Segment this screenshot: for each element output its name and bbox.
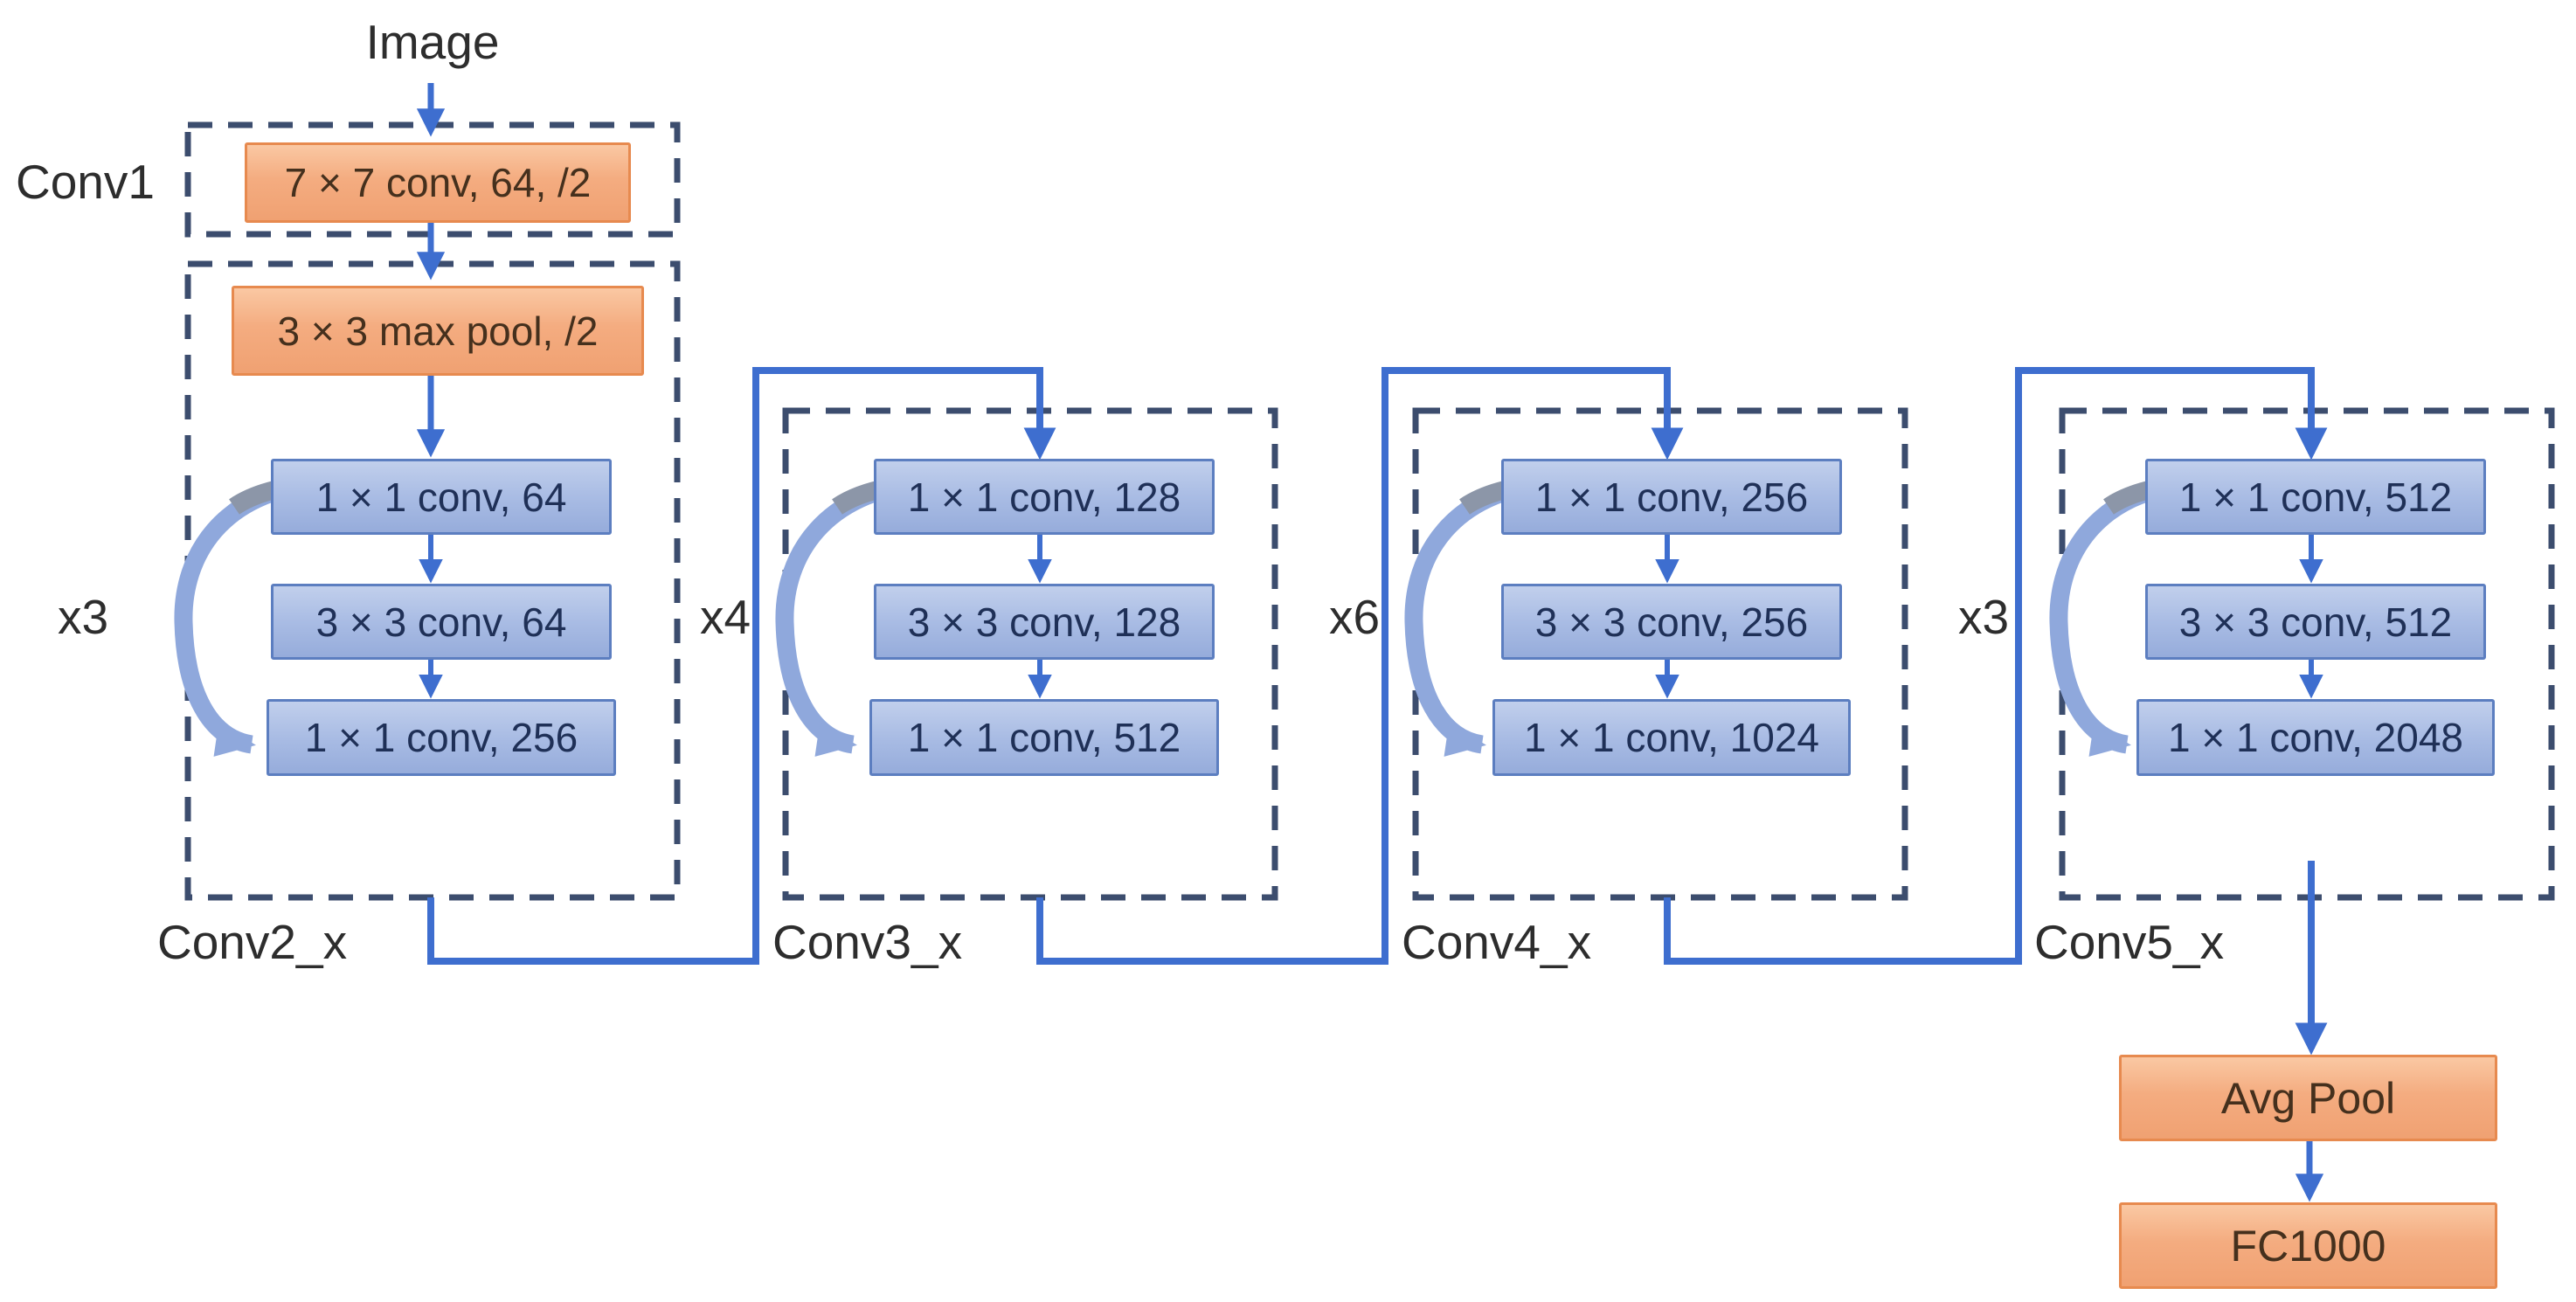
conv3x-stage-label: Conv3_x [772, 915, 963, 969]
repeat-label-conv4: x6 [1328, 590, 1381, 644]
conv4-box3: 1 × 1 conv, 1024 [1492, 699, 1851, 776]
repeat-label-conv5: x3 [1957, 590, 2010, 644]
repeat-label-conv2: x3 [57, 590, 109, 644]
conv2-box2: 3 × 3 conv, 64 [271, 584, 612, 660]
conv5-box2: 3 × 3 conv, 512 [2145, 584, 2486, 660]
conv3-box1: 1 × 1 conv, 128 [874, 459, 1215, 535]
conv3-box2: 3 × 3 conv, 128 [874, 584, 1215, 660]
fc1000-box: FC1000 [2119, 1202, 2497, 1289]
conv2-box1: 1 × 1 conv, 64 [271, 459, 612, 535]
conv5-box3: 1 × 1 conv, 2048 [2136, 699, 2495, 776]
input-label: Image [365, 15, 500, 69]
conv5-box1: 1 × 1 conv, 512 [2145, 459, 2486, 535]
conv1-box: 7 × 7 conv, 64, /2 [245, 142, 631, 223]
maxpool-box: 3 × 3 max pool, /2 [232, 286, 644, 376]
conv5x-stage-label: Conv5_x [2034, 915, 2225, 969]
repeat-label-conv3: x4 [699, 590, 751, 644]
conv4x-stage-label: Conv4_x [1402, 915, 1592, 969]
conv4-box2: 3 × 3 conv, 256 [1501, 584, 1842, 660]
conv2x-stage-label: Conv2_x [157, 915, 348, 969]
avg-pool-box: Avg Pool [2119, 1055, 2497, 1141]
conv2-box3: 1 × 1 conv, 256 [267, 699, 616, 776]
conv4-box1: 1 × 1 conv, 256 [1501, 459, 1842, 535]
conv1-stage-label: Conv1 [16, 155, 155, 209]
conv3-box3: 1 × 1 conv, 512 [869, 699, 1219, 776]
